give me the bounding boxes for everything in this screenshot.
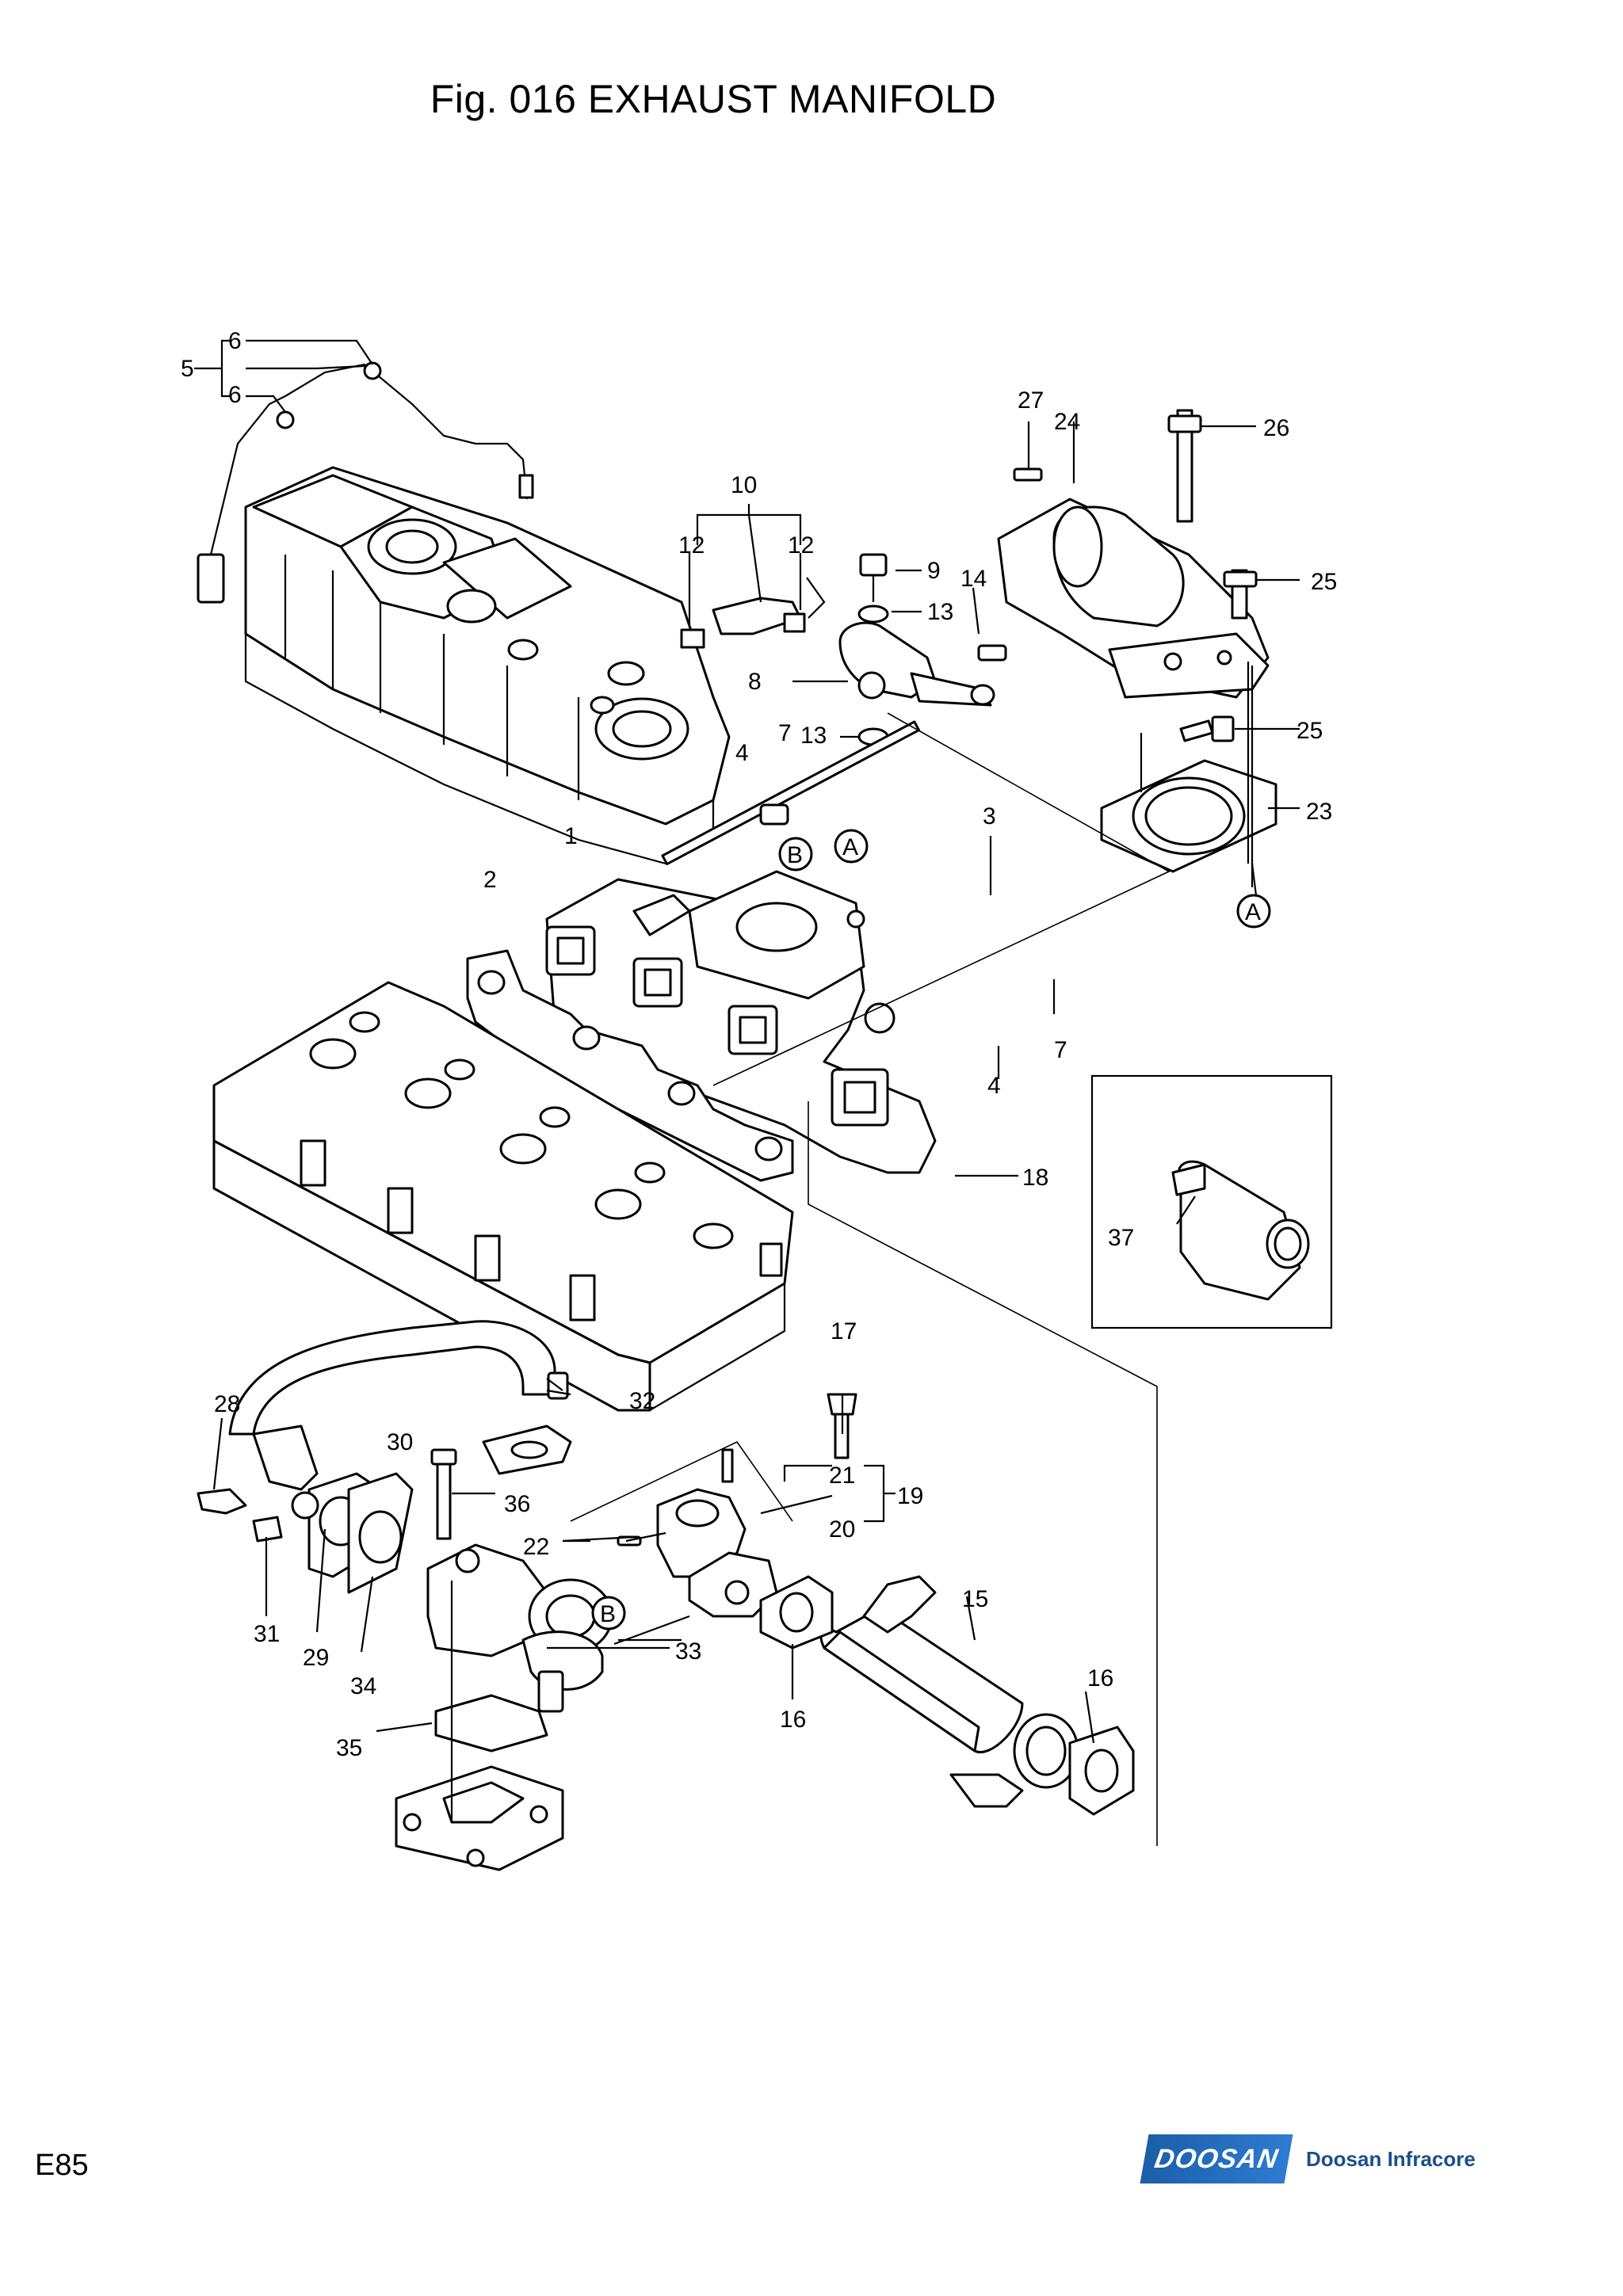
callout-25b: 25: [1296, 718, 1323, 744]
callout-27: 27: [1018, 387, 1044, 414]
callout-28: 28: [214, 1391, 240, 1417]
brand-footer: DOOSAN Doosan Infracore: [1140, 2131, 1477, 2188]
callout-7a: 7: [778, 720, 792, 746]
egr-cooler-pipe: [197, 1320, 572, 1594]
marker-a-2: A: [1245, 899, 1261, 925]
callout-1: 1: [564, 823, 578, 849]
callout-26: 26: [1263, 415, 1289, 441]
callout-33: 33: [675, 1638, 701, 1665]
leader-lines: [194, 339, 1300, 1846]
callout-35: 35: [336, 1735, 362, 1761]
callout-24: 24: [1054, 409, 1080, 435]
callout-21: 21: [829, 1463, 855, 1489]
callout-6a: 6: [228, 328, 242, 354]
callout-37: 37: [1108, 1225, 1134, 1251]
callout-13b: 13: [800, 723, 827, 749]
egr-pipe-upper: [680, 553, 1007, 746]
callout-17: 17: [831, 1318, 857, 1344]
doosan-logo: DOOSAN: [1140, 2134, 1293, 2183]
callout-4b: 4: [987, 1073, 1001, 1099]
manifold-gasket: [466, 949, 794, 1182]
detail-inset: [1090, 1074, 1333, 1329]
callout-16b: 16: [1087, 1665, 1113, 1691]
callout-8: 8: [748, 669, 762, 695]
callout-6b: 6: [228, 382, 242, 408]
callout-2: 2: [483, 867, 497, 893]
callout-14: 14: [960, 566, 987, 592]
callouts: 1 2 3 4 4 5 6 6 7 7 8 9 10 12 12 13 13 1…: [181, 328, 1337, 1761]
callout-12b: 12: [788, 532, 814, 559]
callout-13a: 13: [927, 599, 953, 625]
callout-31: 31: [254, 1621, 280, 1647]
exhaust-manifold: [545, 720, 937, 1174]
callout-3: 3: [983, 803, 996, 830]
callout-5: 5: [181, 356, 194, 382]
callout-12a: 12: [678, 532, 705, 559]
callout-20: 20: [829, 1516, 855, 1543]
callout-7b: 7: [1054, 1037, 1067, 1063]
page-title: Fig. 016 EXHAUST MANIFOLD: [430, 77, 997, 121]
company-name: Doosan Infracore: [1306, 2147, 1476, 2171]
callout-18: 18: [1022, 1165, 1048, 1191]
callout-32: 32: [629, 1388, 655, 1414]
callout-10: 10: [731, 472, 757, 498]
callout-25a: 25: [1311, 569, 1337, 595]
callout-19: 19: [897, 1483, 923, 1509]
callout-30: 30: [387, 1429, 413, 1455]
rocker-cover: [197, 361, 731, 865]
egr-valve: [395, 1448, 613, 1871]
callout-36: 36: [504, 1491, 530, 1517]
marker-b-1: B: [787, 842, 803, 868]
callout-15: 15: [962, 1586, 988, 1612]
cylinder-head: [212, 981, 794, 1412]
page-code: E85: [35, 2149, 89, 2182]
egr-cooler: [617, 1393, 1135, 1816]
callout-29: 29: [303, 1645, 329, 1671]
callout-34: 34: [350, 1673, 376, 1699]
reference-markers: A A B B: [591, 829, 1271, 1630]
callout-16a: 16: [780, 1707, 806, 1733]
exhaust-elbow: [997, 409, 1277, 873]
marker-b-2: B: [600, 1601, 616, 1627]
marker-a-1: A: [842, 834, 858, 860]
callout-23: 23: [1306, 799, 1332, 825]
callout-22: 22: [523, 1534, 549, 1560]
callout-9: 9: [927, 558, 941, 584]
callout-4a: 4: [735, 740, 749, 766]
